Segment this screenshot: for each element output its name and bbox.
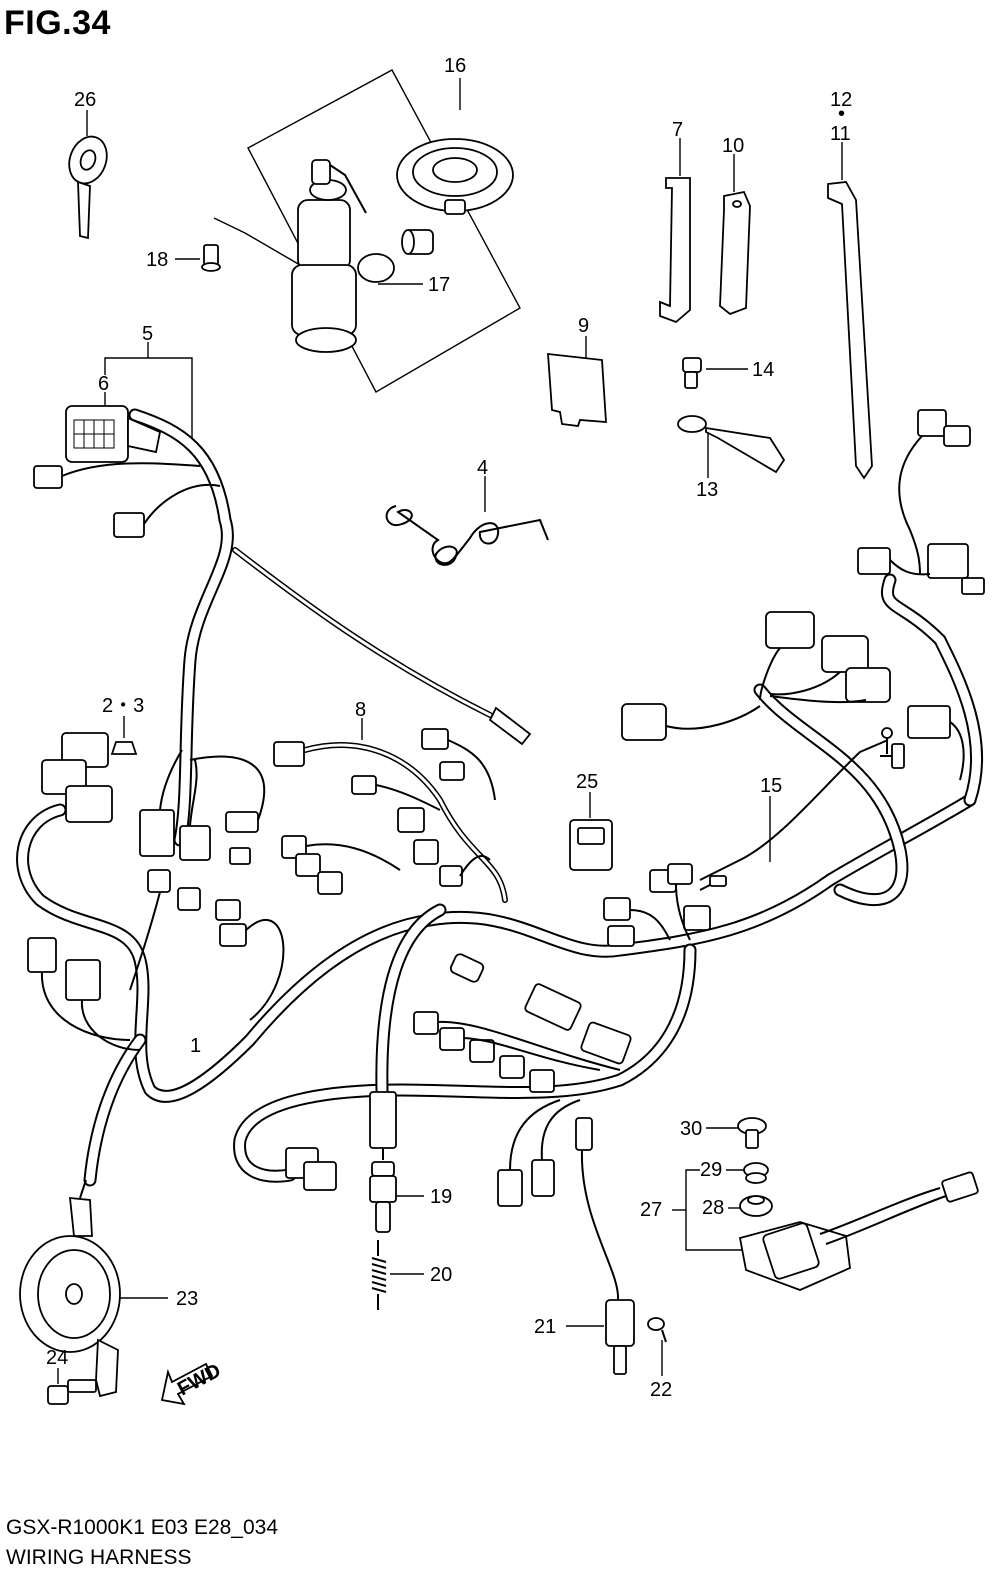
leader-18b <box>213 217 301 266</box>
callout-18: 18 <box>146 249 168 271</box>
left-lower-connectors-icon <box>27 869 285 1051</box>
callout-25: 25 <box>576 771 598 793</box>
callout-14: 14 <box>752 359 774 381</box>
left-connector-block-icon <box>41 732 265 861</box>
callout-10: 10 <box>722 135 744 157</box>
lower-left-connectors-icon <box>285 1099 581 1207</box>
end-terminal-icon <box>488 706 532 746</box>
center-right-connectors-icon <box>603 863 727 947</box>
svg-text:FWD: FWD <box>174 1360 225 1401</box>
bolt-18-icon <box>201 244 221 272</box>
callout-6: 6 <box>98 373 109 395</box>
grommet-28-icon <box>739 1195 773 1217</box>
fwd-arrow-icon: FWD <box>160 1360 225 1406</box>
part-16-lock-set-box <box>247 69 521 393</box>
callout-7: 7 <box>672 119 683 141</box>
callout-1: 1 <box>190 1035 201 1057</box>
clip-2-3-icon <box>110 741 138 755</box>
right-upper-connectors-icon <box>621 611 965 781</box>
switch-19-icon <box>369 1091 397 1233</box>
callout-30: 30 <box>680 1118 702 1140</box>
callout-labels: 16 26 17 18 7 10 12 • 11 9 14 13 4 5 6 2… <box>46 55 852 1401</box>
callout-5: 5 <box>142 323 153 345</box>
bolt-14-icon <box>682 357 702 389</box>
right-top-connectors-icon <box>857 409 985 595</box>
model-code-caption: GSX-R1000K1 E03 E28_034 <box>6 1516 279 1539</box>
callout-27: 27 <box>640 1199 662 1221</box>
callout-28: 28 <box>702 1197 724 1219</box>
callout-29: 29 <box>700 1159 722 1181</box>
figure-title: FIG.34 <box>4 4 111 42</box>
seat-lock-icon <box>401 229 434 255</box>
callout-20: 20 <box>430 1264 452 1286</box>
callout-8: 8 <box>355 699 366 721</box>
callout-23: 23 <box>176 1288 198 1310</box>
main-wiring-harness-1 <box>16 408 984 1187</box>
key-icon <box>68 110 108 240</box>
lower-center-connectors-icon <box>413 953 632 1093</box>
spring-20-icon <box>371 1240 387 1310</box>
screw-22-icon <box>647 1317 667 1343</box>
connector-6-icon <box>65 405 162 463</box>
bracket-13-icon <box>677 415 786 474</box>
callout-12: 12 <box>830 89 852 111</box>
clamp-7-icon <box>659 177 691 324</box>
small-fuse-icon <box>229 847 251 865</box>
callout-11: 11 <box>830 123 851 145</box>
callout-4: 4 <box>477 457 488 479</box>
spring-4-icon <box>385 505 549 566</box>
cable-tie-icon <box>827 181 873 480</box>
relay-25-icon <box>569 819 613 871</box>
pad-9-icon <box>547 352 607 427</box>
callout-26: 26 <box>74 89 96 111</box>
wire-branch <box>232 547 493 718</box>
screw-30-icon <box>737 1117 767 1149</box>
callout-21: 21 <box>534 1316 556 1338</box>
collar-29-icon <box>743 1162 769 1184</box>
ignition-switch-icon <box>291 159 395 353</box>
fuel-cap-icon <box>396 138 514 215</box>
callout-22: 22 <box>650 1379 672 1401</box>
callout-17: 17 <box>428 274 450 296</box>
sensor-27-icon <box>738 1171 979 1291</box>
callout-15: 15 <box>760 775 782 797</box>
callout-16: 16 <box>444 55 466 77</box>
callout-9: 9 <box>578 315 589 337</box>
bolt-24-icon <box>47 1379 97 1405</box>
sensor-21-icon <box>575 1117 635 1375</box>
clamp-10-icon <box>719 190 751 316</box>
callout-13: 13 <box>696 479 718 501</box>
horn-23-icon <box>19 1179 121 1398</box>
section-name-caption: WIRING HARNESS <box>6 1546 192 1569</box>
callout-19: 19 <box>430 1186 452 1208</box>
callout-24: 24 <box>46 1347 68 1369</box>
callout-12-dot: • <box>838 103 845 125</box>
small-connectors-icon <box>33 462 221 538</box>
wire-15 <box>699 739 889 881</box>
callout-2-3: 2・3 <box>102 695 144 717</box>
sub-harness-8-icon <box>273 728 508 903</box>
